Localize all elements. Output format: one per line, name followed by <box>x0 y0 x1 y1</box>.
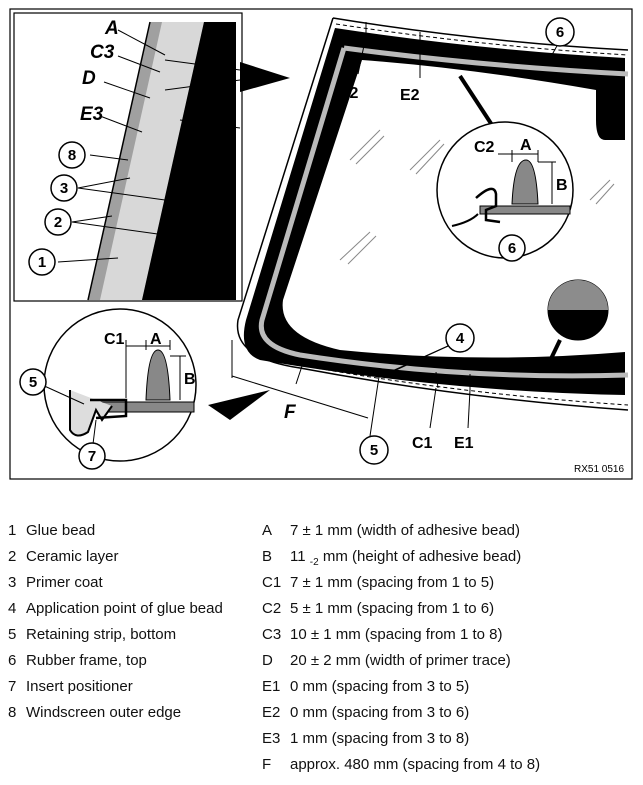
dotted-edge-magnifier <box>546 279 609 366</box>
inset-label-c3: C3 <box>90 42 115 63</box>
svg-text:1: 1 <box>38 254 46 271</box>
circle-2: 2 <box>44 208 72 236</box>
svg-text:2: 2 <box>54 214 62 231</box>
circle-6-detail: 6 <box>498 234 526 262</box>
diagram-frame <box>9 8 633 480</box>
inset-pointer-top <box>240 62 290 92</box>
reference-code: RX51 0516 <box>574 464 624 475</box>
windscreen-bonding-diagram: A C3 D E3 8 3 2 1 <box>9 8 633 480</box>
edge-detail-inset: A C3 D E3 8 3 2 1 <box>13 12 290 302</box>
circle-5: 5 <box>359 435 389 465</box>
circle-8: 8 <box>58 141 86 169</box>
top-profile-detail: C2 A B 6 <box>436 74 574 262</box>
top-detail-label-b: B <box>556 177 568 194</box>
top-detail-label-a: A <box>520 137 532 154</box>
circle-1: 1 <box>28 248 56 276</box>
inset-label-a: A <box>104 18 119 39</box>
circle-6: 6 <box>545 17 575 47</box>
label-c1: C1 <box>412 435 433 452</box>
label-c2: C2 <box>338 85 359 102</box>
windscreen-outline <box>236 17 629 411</box>
label-e1: E1 <box>454 435 474 452</box>
bottom-detail-label-b: B <box>184 371 196 388</box>
circle-3: 3 <box>50 174 78 202</box>
circle-5-detail: 5 <box>19 368 47 396</box>
main-callouts <box>231 22 559 437</box>
svg-text:5: 5 <box>370 442 378 459</box>
inset-label-e3: E3 <box>80 104 104 125</box>
top-detail-label-c2: C2 <box>474 139 495 156</box>
svg-text:8: 8 <box>68 147 76 164</box>
bottom-profile-detail: C1 A B 5 7 <box>19 308 270 470</box>
svg-text:7: 7 <box>88 448 96 465</box>
label-f: F <box>284 402 297 423</box>
label-e2: E2 <box>400 87 420 104</box>
bottom-detail-label-a: A <box>150 331 162 348</box>
bottom-detail-label-c1: C1 <box>104 331 125 348</box>
svg-text:4: 4 <box>456 330 465 347</box>
svg-text:6: 6 <box>556 24 564 41</box>
svg-text:3: 3 <box>60 180 68 197</box>
circle-7-detail: 7 <box>78 442 106 470</box>
circle-4: 4 <box>445 323 475 353</box>
svg-text:6: 6 <box>508 240 516 257</box>
svg-text:5: 5 <box>29 374 37 391</box>
inset-label-d: D <box>82 68 96 89</box>
